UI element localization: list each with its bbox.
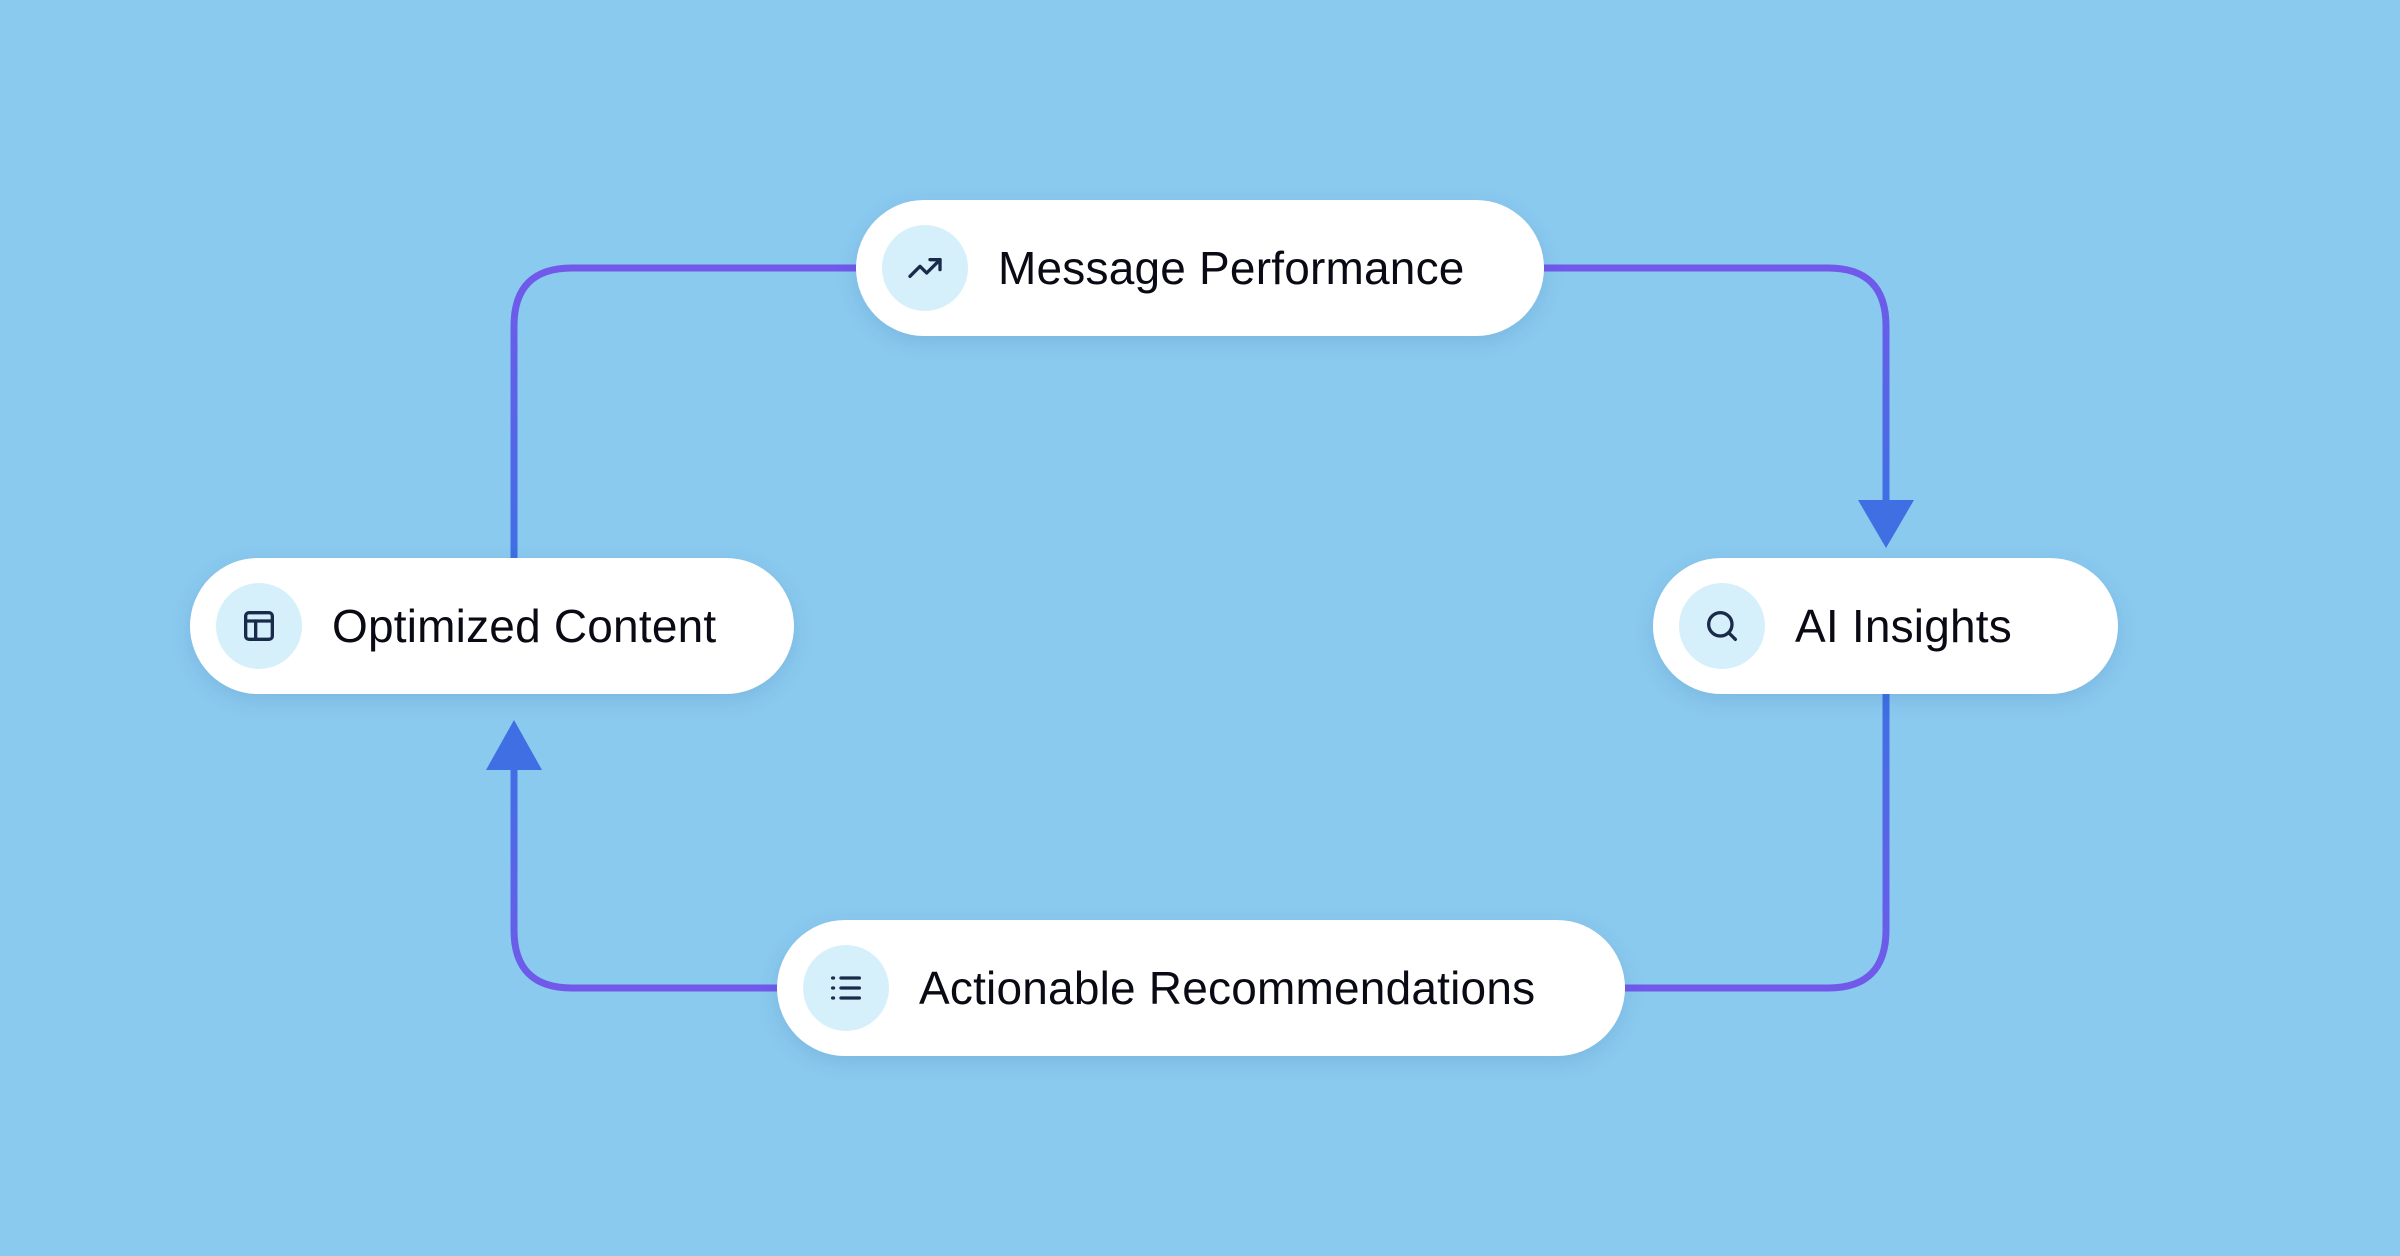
list-icon	[803, 945, 889, 1031]
trending-up-icon	[882, 225, 968, 311]
connector-content-to-performance	[510, 264, 856, 558]
connector-recommendations-to-content	[510, 766, 777, 992]
node-label: Message Performance	[998, 242, 1465, 294]
node-optimized-content: Optimized Content	[190, 558, 794, 694]
node-label: Actionable Recommendations	[919, 962, 1536, 1014]
search-icon	[1679, 583, 1765, 669]
connector-insights-to-recommendations	[1625, 694, 1890, 992]
node-ai-insights: AI Insights	[1653, 558, 2118, 694]
node-message-performance: Message Performance	[856, 200, 1544, 336]
layout-icon	[216, 583, 302, 669]
node-actionable-recommendations: Actionable Recommendations	[777, 920, 1625, 1056]
node-label: AI Insights	[1795, 600, 2012, 652]
node-label: Optimized Content	[332, 600, 717, 652]
arrowhead-to-insights	[1858, 500, 1914, 548]
arrowhead-to-content	[486, 720, 542, 770]
connector-message-to-insights	[1544, 264, 1890, 506]
